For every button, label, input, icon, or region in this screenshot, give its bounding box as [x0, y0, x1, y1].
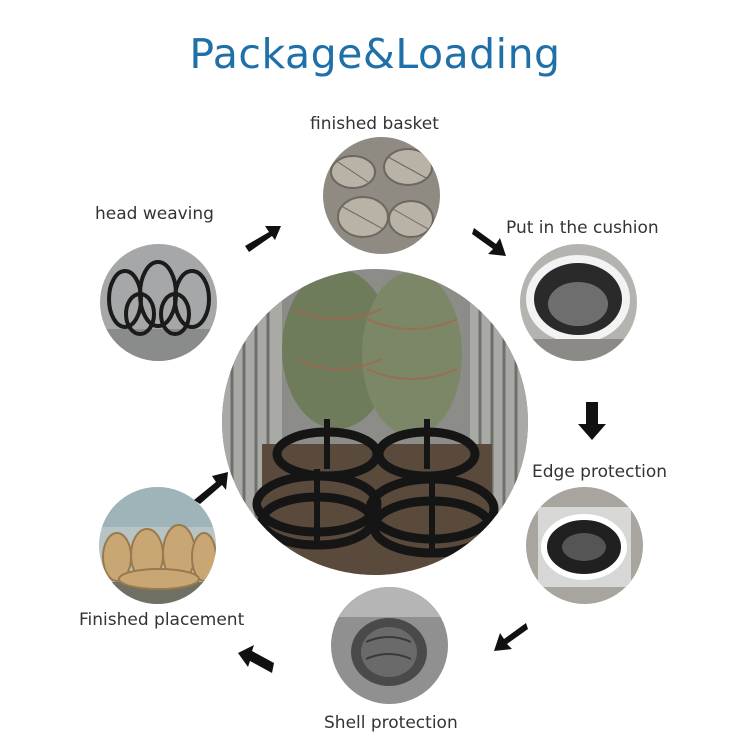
arrow-left-icon [236, 641, 276, 681]
label-finished-basket: finished basket [310, 114, 439, 134]
shell-protection-photo [331, 587, 448, 704]
arrow-down-left-icon [490, 617, 530, 657]
page-title: Package&Loading [189, 30, 561, 78]
head-weaving-photo [100, 244, 217, 361]
arrow-down-right-icon [470, 222, 510, 262]
label-shell-protection: Shell protection [324, 713, 458, 733]
finished-basket-photo [323, 137, 440, 254]
label-edge-protection: Edge protection [532, 462, 668, 482]
label-head-weaving: head weaving [95, 204, 214, 224]
edge-protection-photo [526, 487, 643, 604]
label-finished-placement: Finished placement [79, 610, 245, 630]
container-loading-photo [222, 269, 528, 575]
arrow-up-right-icon [243, 218, 283, 258]
put-in-cushion-photo [520, 244, 637, 361]
arrow-up-right-icon-lower [192, 468, 232, 508]
label-put-in-cushion: Put in the cushion [506, 218, 659, 238]
arrow-down-icon [572, 400, 612, 440]
